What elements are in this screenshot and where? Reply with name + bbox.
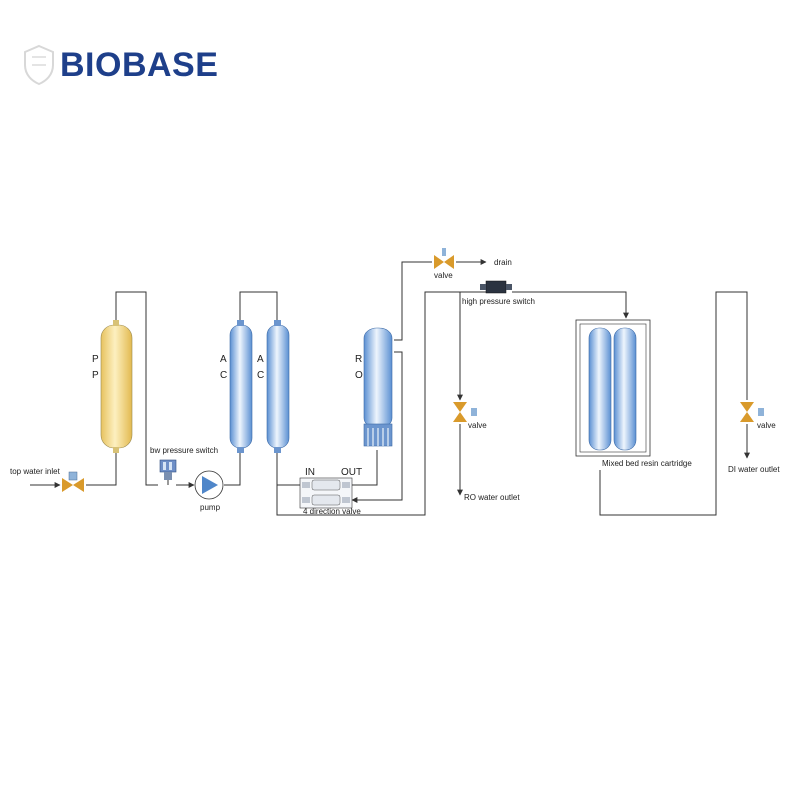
ro-permeate-to-hps-pipe <box>278 291 486 516</box>
ro-water-outlet-label: RO water outlet <box>464 493 520 502</box>
ac1-to-ac2-pipe <box>239 291 278 325</box>
ac2-letter-1: A <box>257 354 264 365</box>
tap-water-inlet-label: top water inlet <box>10 467 61 476</box>
hps-to-mixed-bed-pipe <box>512 291 629 319</box>
di-valve-label: valve <box>757 421 776 430</box>
ro-letter-2: O <box>355 370 363 381</box>
ro-valve-label: valve <box>468 421 487 430</box>
high-pressure-switch-icon <box>480 280 512 294</box>
di-valve-icon <box>740 402 764 422</box>
four-direction-valve-label: 4 direction valve <box>303 507 361 516</box>
ac-cartridge-2: A C <box>257 320 290 453</box>
ac2-to-valve-pipe <box>276 450 300 516</box>
pump-to-ac1-pipe <box>224 450 241 486</box>
ro-to-drain-valve-pipe <box>394 261 432 341</box>
ac1-letter-2: C <box>220 370 227 381</box>
pp-letter-2: P <box>92 370 99 381</box>
drain-valve-label: valve <box>434 271 453 280</box>
ac-cartridge-1: A C <box>220 320 253 453</box>
drain-label: drain <box>494 258 512 267</box>
ro-letter-1: R <box>355 354 362 365</box>
out-label: OUT <box>341 467 362 478</box>
ro-membrane: R O <box>355 327 393 447</box>
ro-valve-icon <box>453 402 477 422</box>
ac1-letter-1: A <box>220 354 227 365</box>
in-label: IN <box>305 467 315 478</box>
pp-cartridge: P P <box>92 320 133 453</box>
pump-label: pump <box>200 503 221 512</box>
pump-icon <box>194 470 224 500</box>
ac2-letter-2: C <box>257 370 264 381</box>
mixed-bed-to-di-pipe <box>599 291 748 516</box>
brand-logo: BIOBASE <box>22 40 218 90</box>
high-pressure-switch-label: high pressure switch <box>462 297 535 306</box>
four-direction-valve-icon <box>299 477 353 509</box>
pipes <box>30 259 750 516</box>
pp-letter-1: P <box>92 354 99 365</box>
valve-out-to-ro-pipe <box>352 450 378 486</box>
di-water-outlet-label: DI water outlet <box>728 465 780 474</box>
low-pressure-switch-label: bw pressure switch <box>150 446 218 455</box>
inlet-valve-icon <box>62 471 84 492</box>
brand-name: BIOBASE <box>60 45 219 84</box>
inlet-to-pp-pipe <box>86 450 117 486</box>
ro-product-return-pipe <box>351 351 403 503</box>
drain-valve-icon <box>434 248 454 269</box>
pp-outlet-pipe <box>115 291 158 486</box>
low-pressure-switch-icon <box>159 459 177 485</box>
mixed-bed-label: Mixed bed resin cartridge <box>602 459 692 468</box>
shield-icon <box>24 44 54 86</box>
mixed-bed-cartridge: Mixed bed resin cartridge <box>575 319 692 468</box>
